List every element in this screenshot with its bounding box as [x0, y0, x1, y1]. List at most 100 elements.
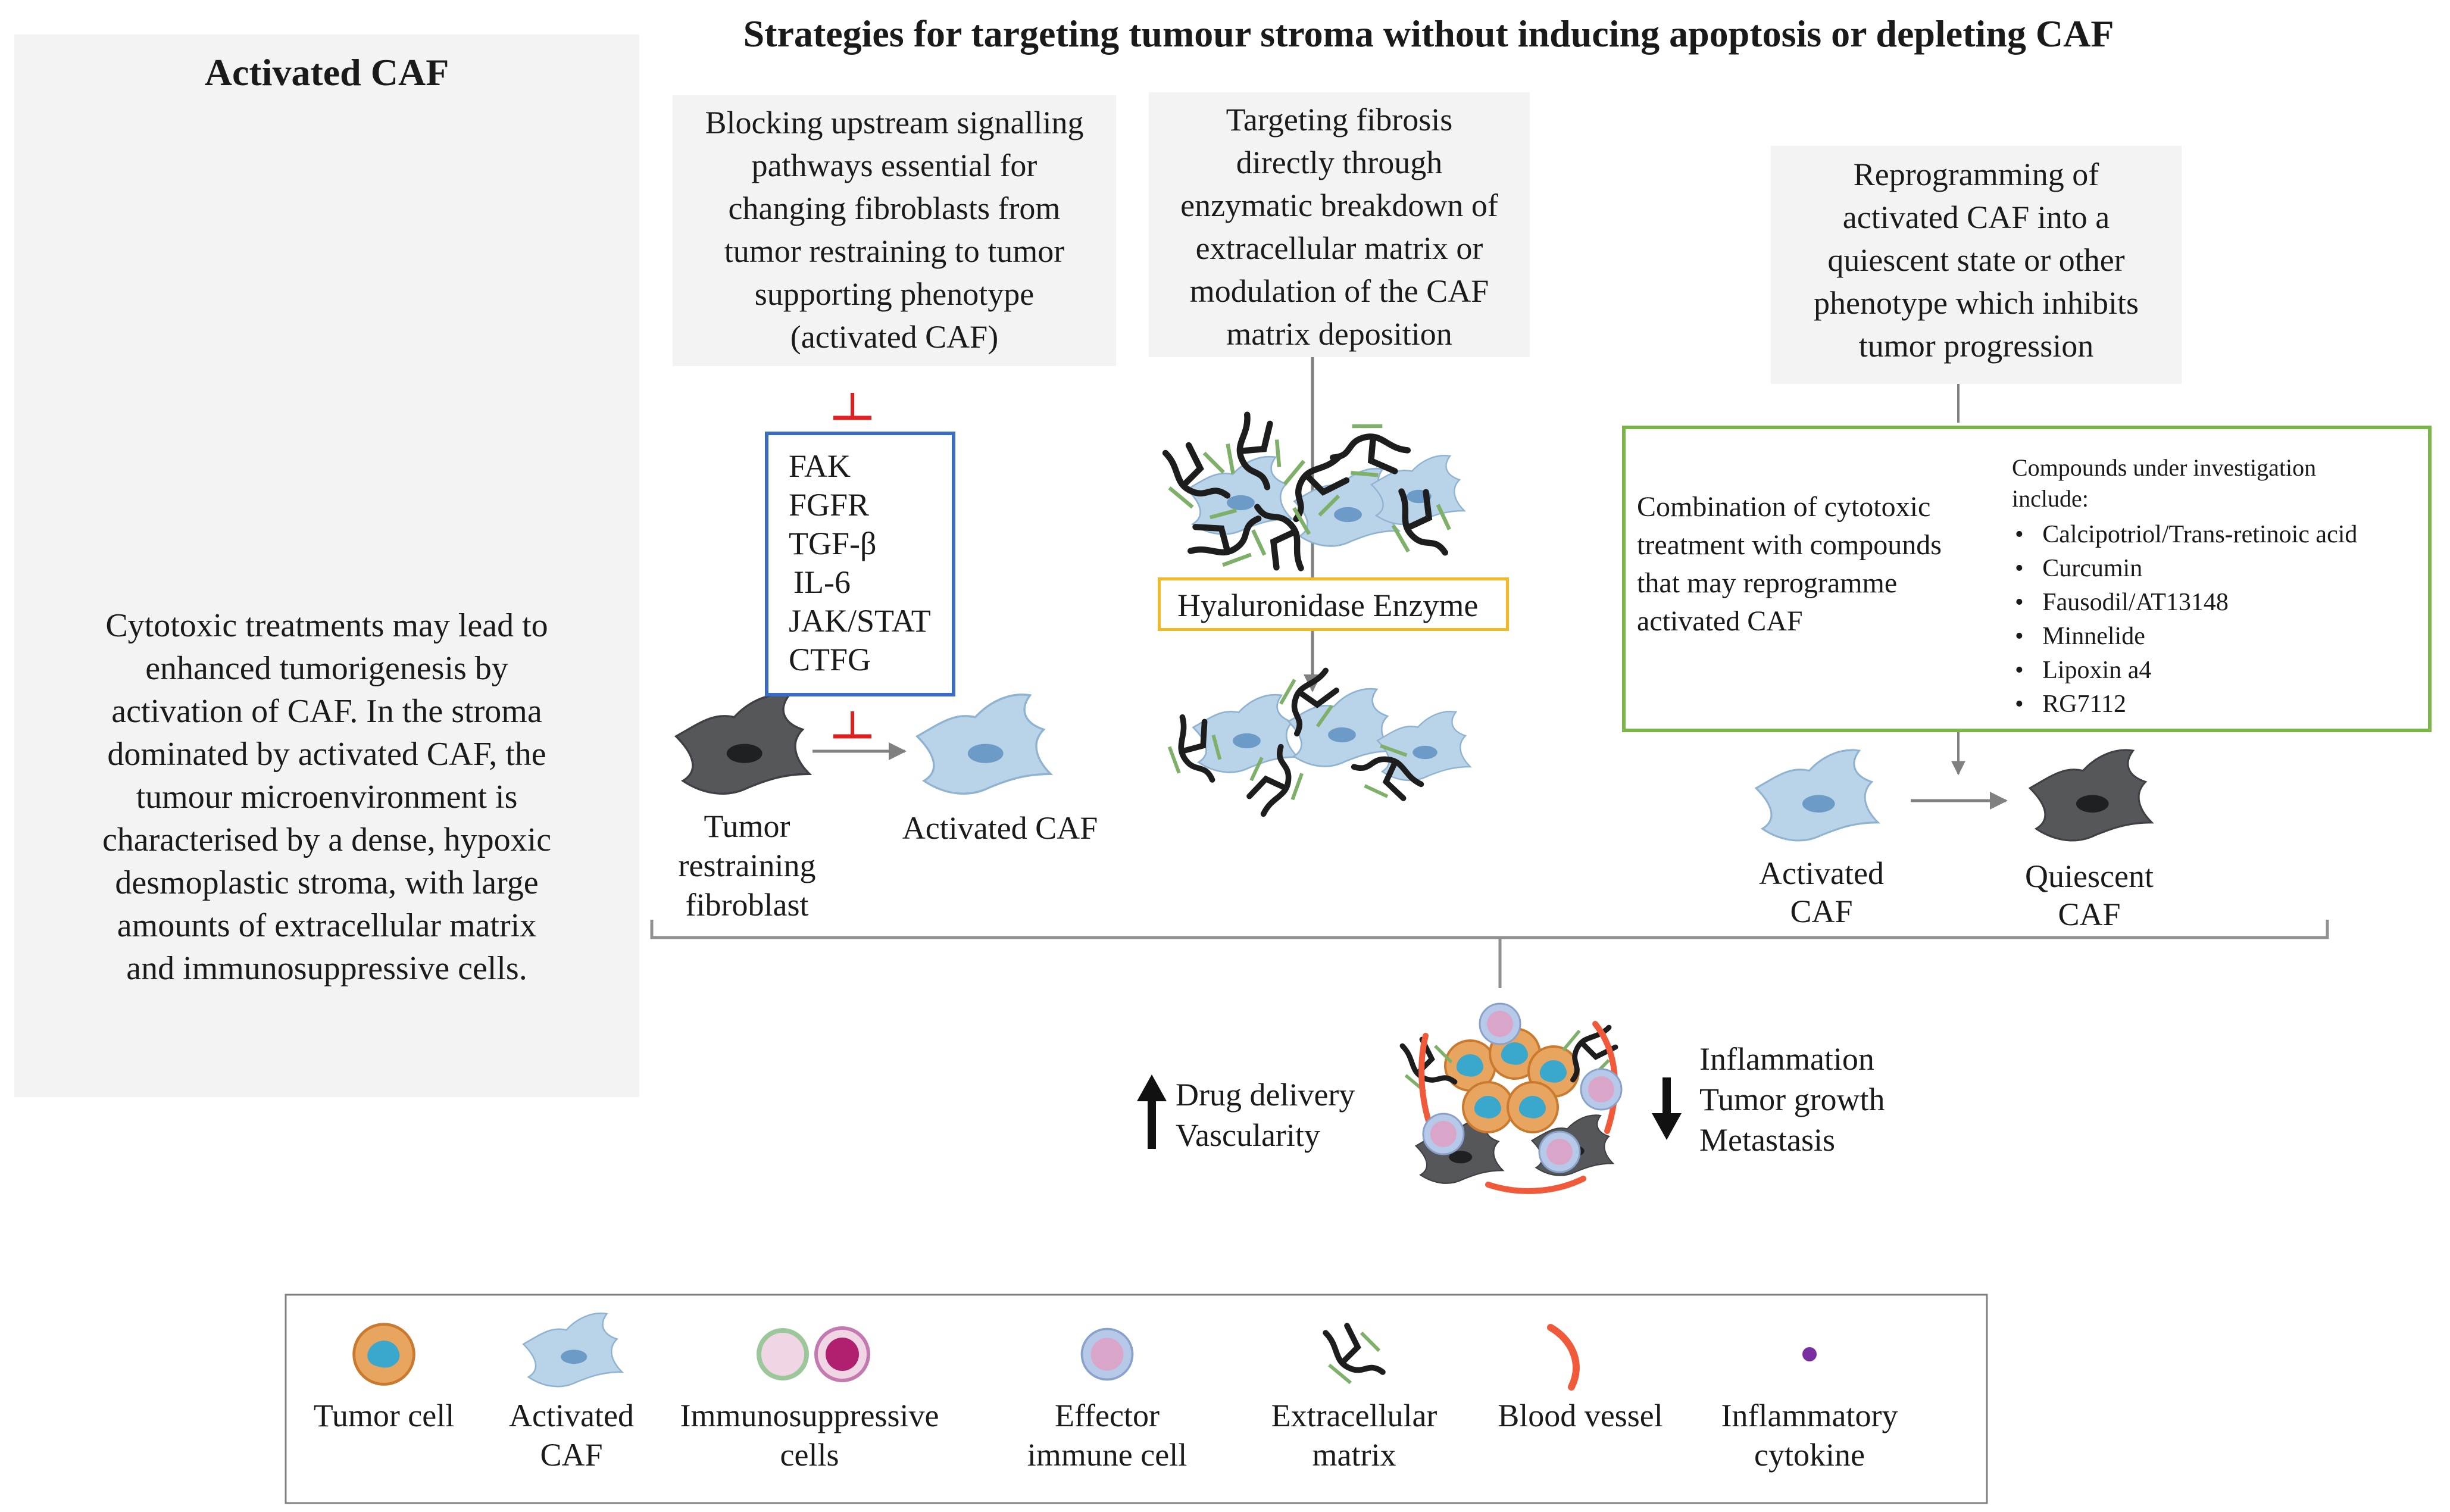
strategy-1-panel — [673, 95, 1116, 366]
header-line: quiescent state or other — [1827, 242, 2125, 278]
compound-name: Lipoxin a4 — [2042, 657, 2152, 684]
description-line: and immunosuppressive cells. — [126, 950, 527, 987]
decrease-list: Inflammation Tumor growth Metastasis — [1699, 1039, 1885, 1160]
activated-caf-right-label: Activated CAF — [1726, 854, 1917, 930]
outcome-inflammation: Inflammation — [1699, 1041, 1874, 1077]
header-line: matrix deposition — [1226, 316, 1452, 352]
pathway-jak-stat: JAK/STAT — [789, 603, 931, 639]
header-line: Blocking upstream signalling — [705, 105, 1084, 140]
activated-caf-icon — [522, 1312, 623, 1388]
activated-caf-cell — [916, 693, 1052, 795]
compound-name: Calcipotriol/Trans-retinoic acid — [2042, 521, 2358, 548]
header-line: enzymatic breakdown of — [1180, 188, 1498, 223]
quiescent-caf-label: Quiescent CAF — [1988, 857, 2190, 933]
left-panel-title: Activated CAF — [204, 51, 449, 93]
pathway-box: FAK FGFR TGF-β IL-6 JAK/STAT CTFG — [765, 432, 955, 696]
list-item: • Fausodil/AT13148 — [2015, 589, 2229, 616]
compounds-heading: Compounds under investigation include: — [2012, 452, 2316, 514]
compounds-heading-line: include: — [2012, 485, 2089, 512]
left-panel-description: Cytotoxic treatments may lead to enhance… — [14, 604, 639, 990]
outcome-drug-delivery: Drug delivery — [1176, 1077, 1355, 1113]
increase-arrow-icon — [1137, 1074, 1167, 1149]
legend-item-effector-immune-cell: Effector immune cell — [1012, 1396, 1202, 1474]
activated-caf-panel — [14, 35, 639, 1097]
combination-line: that may reprogramme — [1637, 567, 1898, 599]
pathway-fgfr: FGFR — [789, 487, 870, 523]
compound-name: Fausodil/AT13148 — [2042, 589, 2229, 616]
legend-frame — [285, 1294, 1988, 1504]
legend-label: CAF — [540, 1437, 603, 1473]
description-line: characterised by a dense, hypoxic — [102, 821, 552, 858]
effector-immune-cell-icon — [1080, 1327, 1134, 1381]
legend-label: Inflammatory — [1721, 1398, 1898, 1433]
header-line: phenotype which inhibits — [1814, 285, 2139, 321]
header-line: supporting phenotype — [754, 276, 1035, 312]
compound-name: RG7112 — [2042, 691, 2127, 718]
decrease-arrow-icon — [1652, 1077, 1682, 1140]
legend-item-immunosuppressive-cells: Immunosuppressive cells — [667, 1396, 952, 1474]
legend-label: cytokine — [1754, 1437, 1865, 1473]
strategy-2-panel — [1149, 92, 1530, 357]
header-line: pathways essential for — [751, 148, 1038, 183]
compounds-heading-line: Compounds under investigation — [2012, 454, 2317, 481]
strategy-3-panel — [1771, 146, 2182, 384]
list-item: • RG7112 — [2015, 691, 2127, 718]
legend-item-inflammatory-cytokine: Inflammatory cytokine — [1702, 1396, 1917, 1474]
legend-item-blood-vessel: Blood vessel — [1479, 1396, 1682, 1435]
header-line: activated CAF into a — [1842, 199, 2110, 235]
description-line: dominated by activated CAF, the — [107, 736, 546, 773]
list-item: • Lipoxin a4 — [2015, 657, 2152, 684]
compounds-list: • Calcipotriol/Trans-retinoic acid • Cur… — [2015, 518, 2357, 721]
combination-line: treatment with compounds — [1637, 529, 1942, 561]
strategy-2-header: Targeting fibrosis directly through enzy… — [1149, 98, 1530, 355]
legend-item-tumor-cell: Tumor cell — [301, 1396, 467, 1435]
legend-label: cells — [780, 1437, 839, 1473]
quiescent-caf-cell — [2029, 749, 2153, 842]
list-item: • Curcumin — [2015, 555, 2143, 582]
pathway-ctfg: CTFG — [789, 642, 871, 677]
strategy-3-header: Reprogramming of activated CAF into a qu… — [1771, 153, 2182, 367]
combination-box — [1622, 426, 2432, 732]
list-item: • Minnelide — [2015, 623, 2145, 650]
legend-label: Tumor cell — [313, 1398, 455, 1433]
list-item: • Calcipotriol/Trans-retinoic acid — [2015, 521, 2358, 548]
legend-label: Immunosuppressive — [680, 1398, 939, 1433]
compound-name: Minnelide — [2042, 623, 2145, 650]
main-title: Strategies for targeting tumour stroma w… — [743, 13, 2114, 55]
combination-text: Combination of cytotoxic treatment with … — [1637, 488, 1942, 641]
description-line: enhanced tumorigenesis by — [145, 650, 508, 687]
activated-caf-label: Activated CAF — [902, 810, 1098, 846]
label-line: Tumor — [704, 808, 790, 844]
header-line: modulation of the CAF — [1189, 273, 1489, 309]
outcome-vascularity: Vascularity — [1176, 1117, 1320, 1153]
increase-list: Drug delivery Vascularity — [1176, 1074, 1355, 1155]
immunosuppressive-cells-icon — [757, 1326, 870, 1382]
legend-item-extracellular-matrix: Extracellular matrix — [1256, 1396, 1452, 1474]
description-line: Cytotoxic treatments may lead to — [105, 607, 548, 644]
outcome-metastasis: Metastasis — [1699, 1122, 1835, 1158]
label-line: Quiescent — [2025, 858, 2154, 894]
outcome-tumor-illustration — [1402, 1002, 1623, 1194]
outcome-tumor-growth: Tumor growth — [1699, 1082, 1885, 1117]
dense-matrix-illustration — [1165, 409, 1464, 578]
strategy-1-header: Blocking upstream signalling pathways es… — [673, 101, 1116, 358]
hyaluronidase-enzyme-box: Hyaluronidase Enzyme — [1158, 577, 1509, 631]
legend-item-activated-caf: Activated CAF — [494, 1396, 649, 1474]
strategy-bracket — [650, 920, 2329, 939]
degraded-matrix-illustration — [1157, 669, 1471, 816]
description-line: tumour microenvironment is — [136, 779, 518, 816]
header-line: directly through — [1236, 145, 1443, 180]
header-line: (activated CAF) — [790, 319, 999, 355]
inhibit-symbol-top — [833, 393, 871, 420]
header-line: tumor progression — [1858, 328, 2094, 364]
header-line: tumor restraining to tumor — [724, 233, 1065, 269]
label-line: restraining — [678, 848, 816, 883]
legend-label: Extracellular — [1271, 1398, 1438, 1433]
header-line: changing fibroblasts from — [728, 190, 1061, 226]
header-line: extracellular matrix or — [1195, 230, 1483, 266]
header-line: Targeting fibrosis — [1226, 102, 1453, 138]
fibroblast-label: Tumor restraining fibroblast — [661, 807, 833, 924]
inhibit-symbol-bottom — [833, 711, 871, 739]
blood-vessel-icon — [1547, 1324, 1580, 1391]
description-line: activation of CAF. In the stroma — [111, 693, 542, 730]
